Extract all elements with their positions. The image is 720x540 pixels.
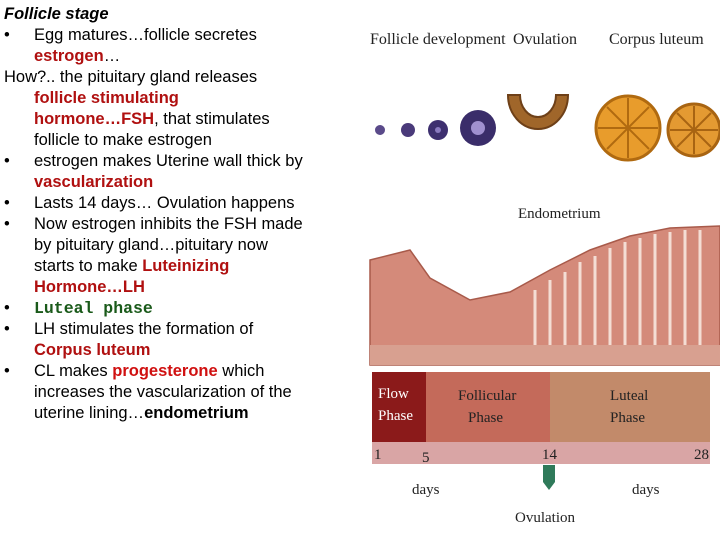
section-heading: Follicle stage — [4, 5, 109, 23]
bullet-uterine-wall: • estrogen makes Uterine wall thick by — [4, 151, 366, 172]
luteal-phase-box — [550, 372, 710, 442]
ellipsis: … — [103, 47, 121, 65]
bullet-egg-matures: • Egg matures…follicle secretes — [4, 25, 366, 46]
bullet-lh-stimulates: • LH stimulates the formation of — [4, 319, 366, 340]
how-line: How?.. the pituitary gland releases — [4, 68, 258, 86]
cycle-diagram: Follicle development Ovulation Corpus lu… — [369, 31, 720, 526]
endometrium-bold: endometrium — [144, 404, 249, 422]
follicle-stage-2 — [401, 123, 415, 137]
estrogen-highlight: estrogen — [34, 47, 104, 65]
endometrium-band — [369, 225, 720, 366]
day-5-label: 5 — [422, 450, 430, 466]
corpus-luteum-highlight: Corpus luteum — [34, 341, 151, 359]
follicular-phase-box — [426, 372, 550, 442]
menstrual-cycle-figure: Follicle development Ovulation Corpus lu… — [360, 0, 720, 540]
bullet-text: Lasts 14 days… Ovulation happens — [34, 194, 295, 212]
follicle-development-label: Follicle development — [370, 31, 506, 48]
corpus-luteum-label: Corpus luteum — [609, 31, 704, 48]
fsh-term-line-2: hormone…FSH, that stimulates — [4, 109, 366, 130]
how-line-4: follicle to make estrogen — [34, 131, 212, 149]
bullet-text: uterine lining… — [34, 404, 145, 422]
corpus-luteum-1 — [594, 94, 662, 162]
bullet-text: Now estrogen inhibits the FSH made — [34, 215, 303, 233]
bullet-continuation: by pituitary gland…pituitary now — [34, 236, 268, 254]
bullet-lasts-14-days: • Lasts 14 days… Ovulation happens — [4, 193, 366, 214]
progesterone-highlight: progesterone — [112, 362, 218, 380]
endometrium-glands — [533, 230, 702, 345]
bullet-text: starts to make — [34, 257, 143, 275]
bullet-dot: • — [4, 320, 10, 338]
day-1-label: 1 — [374, 447, 382, 463]
slide-text: Follicle stage • Egg matures…follicle se… — [4, 4, 366, 424]
follicle-antrum — [471, 121, 485, 135]
bullet-dot: • — [4, 26, 10, 44]
bullet-cl-progesterone: • CL makes progesterone which — [4, 361, 366, 382]
ovulation-bottom-label: Ovulation — [515, 510, 575, 526]
bullet-estrogen-inhibits: • Now estrogen inhibits the FSH made — [4, 214, 366, 235]
bullet-dot: • — [4, 152, 10, 170]
follicle-sequence — [375, 94, 720, 162]
bullet-continuation: starts to make Luteinizing — [4, 256, 366, 277]
ovulation-top-label: Ovulation — [513, 31, 577, 48]
lh-highlight: Luteinizing — [142, 257, 230, 275]
vascularization-highlight: vascularization — [34, 173, 154, 191]
day-14-label: 14 — [542, 447, 558, 463]
follicle-nucleus — [435, 127, 441, 133]
lh-highlight-2: Hormone…LH — [34, 278, 145, 296]
bullet-text: estrogen makes Uterine wall thick by — [34, 152, 303, 170]
bullet-text-tail: which — [217, 362, 265, 380]
flow-phase-box — [372, 372, 426, 442]
bullet-dot: • — [4, 299, 10, 317]
bullet-continuation: uterine lining…endometrium — [4, 403, 366, 424]
bullet-dot: • — [4, 194, 10, 212]
bullet-luteal-phase: • Luteal phase — [4, 298, 366, 319]
ovulation-marker — [543, 465, 555, 490]
bullet-continuation: estrogen… — [4, 46, 366, 67]
follicle-stage-1 — [375, 125, 385, 135]
fsh-highlight: hormone…FSH — [34, 110, 155, 128]
bullet-text: Egg matures…follicle secretes — [34, 26, 257, 44]
days-right-label: days — [632, 482, 660, 498]
bullet-text: CL makes — [34, 362, 113, 380]
bullet-text: LH stimulates the formation of — [34, 320, 254, 338]
bullet-dot: • — [4, 362, 10, 380]
bullet-continuation: increases the vascularization of the — [34, 383, 292, 401]
timeline-bar — [372, 442, 710, 464]
days-left-label: days — [412, 482, 440, 498]
day-28-label: 28 — [694, 447, 709, 463]
ruptured-follicle — [506, 94, 570, 130]
bullet-dot: • — [4, 215, 10, 233]
luteal-phase-heading: Luteal phase — [34, 299, 153, 318]
fsh-term-line: follicle stimulating — [34, 89, 179, 107]
corpus-luteum-2 — [666, 102, 720, 158]
endometrium-base — [370, 345, 720, 365]
fsh-tail: , that stimulates — [154, 110, 270, 128]
endometrium-label: Endometrium — [518, 206, 601, 222]
